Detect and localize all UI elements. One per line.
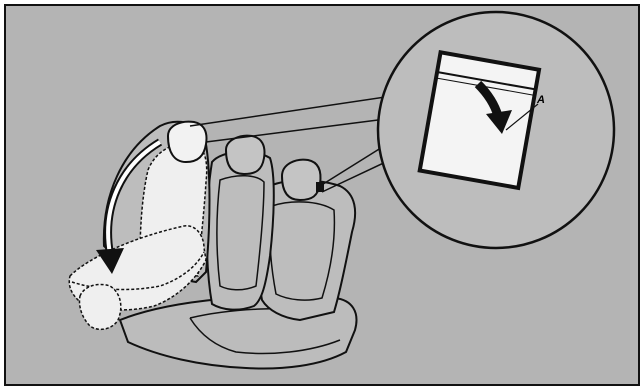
label-a: A [536,94,545,106]
left-headrest [168,122,207,162]
right-headrest [282,160,321,200]
magnified-detail: A [378,12,614,248]
center-headrest [226,136,265,174]
